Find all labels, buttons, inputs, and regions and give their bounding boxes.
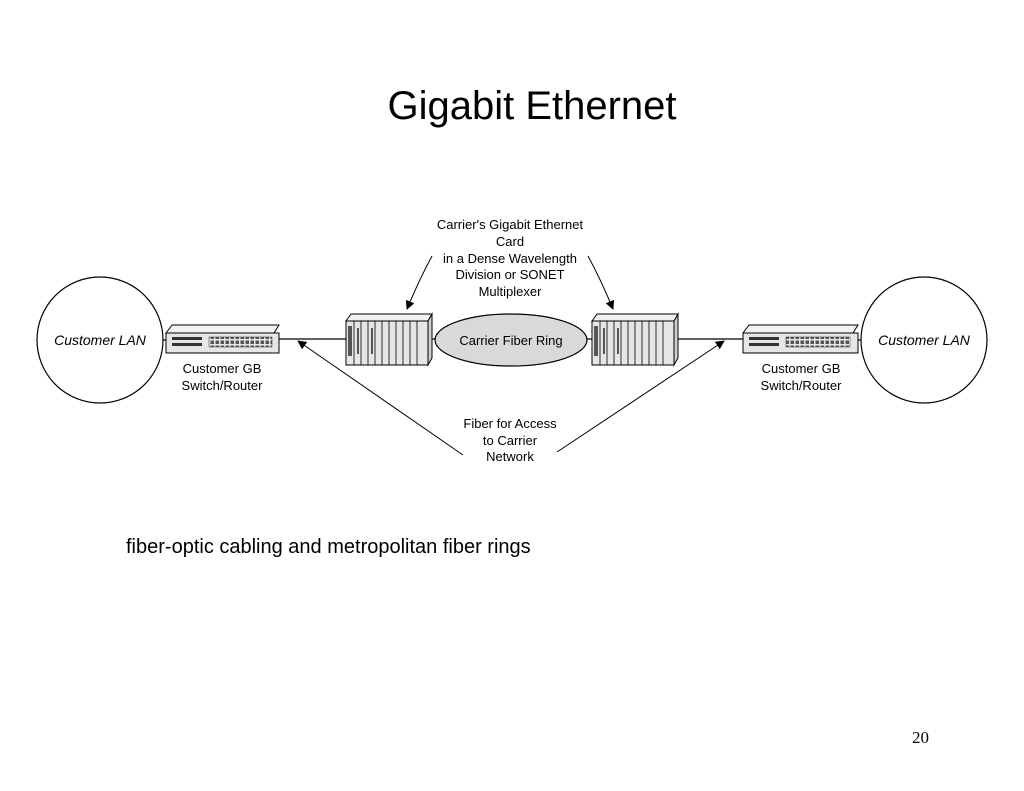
- right-multiplexer-icon: [591, 312, 679, 367]
- right-switch-label-line2: Switch/Router: [761, 378, 843, 393]
- card-arrow-right: [587, 255, 615, 310]
- card-callout-line2: Card: [496, 234, 524, 249]
- left-switch-label-line2: Switch/Router: [182, 378, 264, 393]
- left-customer-lan-label: Customer LAN: [54, 332, 147, 348]
- fiber-callout-line1: Fiber for Access: [463, 416, 557, 431]
- fiber-arrow-right: [556, 340, 725, 453]
- right-customer-lan-circle: [860, 276, 988, 404]
- fiber-arrow-left: [297, 340, 464, 456]
- carrier-fiber-ring-label: Carrier Fiber Ring: [459, 333, 562, 348]
- card-callout-line3: in a Dense Wavelength: [443, 251, 577, 266]
- slide-subtitle: fiber-optic cabling and metropolitan fib…: [126, 536, 531, 558]
- card-arrow-left: [405, 255, 433, 310]
- card-callout-line5: Multiplexer: [479, 284, 543, 299]
- fiber-callout-line2: to Carrier: [483, 433, 538, 448]
- page-number: 20: [912, 728, 929, 747]
- card-callout-line1: Carrier's Gigabit Ethernet: [437, 217, 584, 232]
- slide-title: Gigabit Ethernet: [387, 84, 677, 128]
- right-customer-lan-label: Customer LAN: [878, 332, 971, 348]
- left-customer-lan-circle: [36, 276, 164, 404]
- left-multiplexer-icon: [345, 312, 433, 367]
- fiber-callout-line3: Network: [486, 449, 534, 464]
- right-switch-label-line1: Customer GB: [762, 361, 841, 376]
- right-switch-router-icon: [742, 324, 859, 354]
- card-callout-line4: Division or SONET: [455, 267, 564, 282]
- left-switch-label-line1: Customer GB: [183, 361, 262, 376]
- left-switch-router-icon: [165, 324, 280, 354]
- carrier-fiber-ring: [434, 313, 588, 367]
